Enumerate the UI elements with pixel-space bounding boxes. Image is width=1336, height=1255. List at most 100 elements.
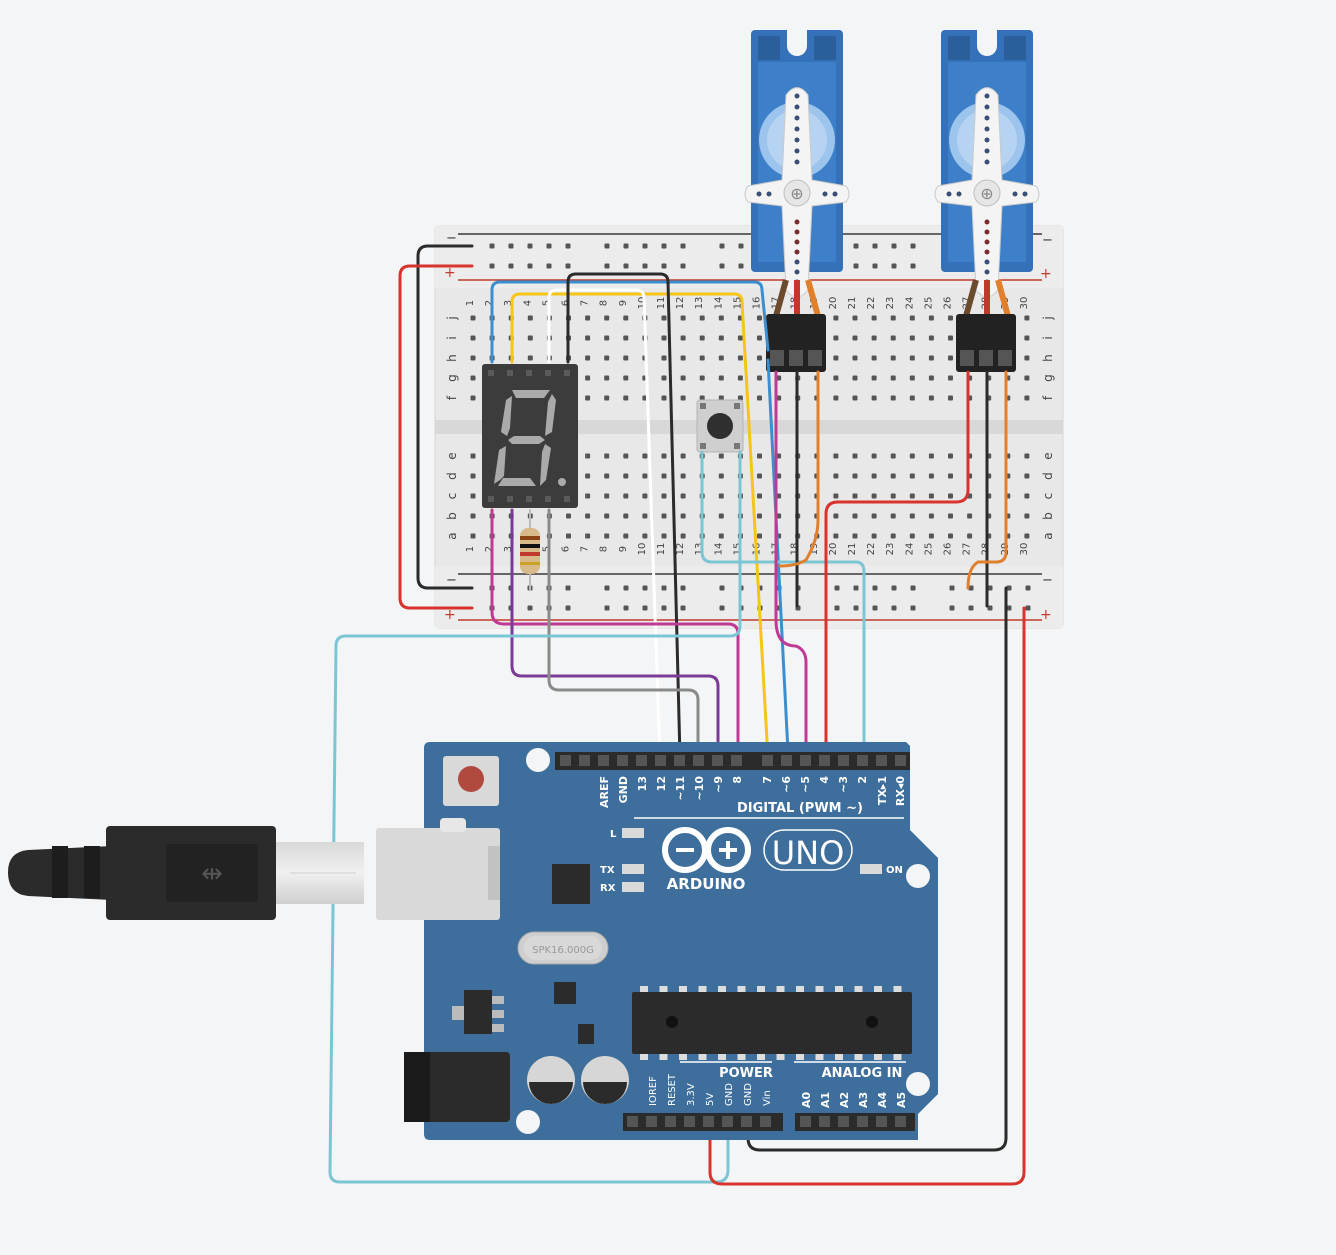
power-header-label: POWER [719, 1066, 773, 1081]
on-led-label: ON [886, 865, 903, 876]
column-number-label: 12 [675, 543, 686, 556]
column-number-label: 24 [904, 297, 915, 310]
arduino-logo-icon [662, 827, 751, 873]
column-number-label: 5 [541, 300, 552, 306]
column-number-label: 2 [484, 300, 495, 306]
crystal-label: SPK16.000G [532, 945, 594, 956]
rail-plus-label: + [1040, 266, 1052, 282]
column-number-label: 5 [541, 546, 552, 552]
column-number-label: 16 [752, 297, 763, 310]
row-letter-label: i [1041, 336, 1055, 339]
power-header-pins [627, 1116, 906, 1127]
row-letter-label: f [445, 395, 459, 400]
column-number-label: 9 [618, 546, 629, 552]
digital-pin-label: TX▸1 [876, 776, 889, 805]
seven-segment-display[interactable] [482, 364, 578, 508]
led-rx-label: RX [600, 883, 616, 894]
column-number-label: 3 [503, 546, 514, 552]
column-number-label: 10 [637, 297, 648, 310]
row-letter-label: b [1041, 512, 1055, 520]
power-pin-label: Vin [762, 1090, 773, 1106]
row-letter-label: h [1041, 354, 1055, 362]
column-number-label: 6 [561, 300, 572, 306]
rail-minus-label: − [446, 573, 457, 588]
rail-plus-label: + [444, 265, 456, 281]
resistor[interactable] [520, 528, 540, 574]
analog-pin-label: A4 [876, 1091, 889, 1108]
rail-minus-label: − [446, 231, 457, 246]
digital-pin-label: RX◂0 [894, 776, 907, 806]
column-number-label: 13 [694, 543, 705, 556]
row-letter-label: g [445, 374, 459, 382]
row-letter-label: d [445, 472, 459, 480]
column-number-label: 1 [465, 546, 476, 552]
column-number-label: 7 [580, 546, 591, 552]
ic-pins [640, 986, 902, 1060]
analog-pin-label: A5 [895, 1092, 908, 1108]
column-number-label: 14 [713, 543, 724, 556]
brand-label: ARDUINO [667, 875, 746, 893]
analog-header-label: ANALOG IN [822, 1066, 903, 1081]
power-pin-label: GND [743, 1083, 754, 1106]
digital-pin-label: ~10 [693, 776, 706, 801]
column-number-label: 18 [790, 543, 801, 556]
row-letter-label: g [1041, 374, 1055, 382]
column-number-label: 20 [828, 543, 839, 556]
column-number-label: 20 [828, 297, 839, 310]
column-number-label: 14 [713, 297, 724, 310]
row-letter-label: h [445, 354, 459, 362]
column-number-label: 9 [618, 300, 629, 306]
column-number-label: 8 [599, 546, 610, 552]
rail-minus-label: − [1042, 233, 1053, 248]
column-number-label: 17 [771, 297, 782, 310]
analog-pin-label: A2 [838, 1092, 851, 1108]
row-letter-label: a [445, 532, 459, 539]
digital-pin-label: 13 [636, 776, 649, 791]
power-pin-label: GND [724, 1083, 735, 1106]
analog-pin-label: A3 [857, 1092, 870, 1108]
led-l-label: L [610, 829, 617, 840]
digital-pin-label: ~6 [780, 776, 793, 793]
digital-header-label: DIGITAL (PWM ~) [737, 801, 863, 816]
row-letter-label: c [445, 493, 459, 500]
column-number-label: 25 [923, 543, 934, 556]
column-number-label: 7 [580, 300, 591, 306]
row-letter-label: a [1041, 532, 1055, 539]
push-button[interactable] [696, 399, 744, 453]
column-number-label: 22 [866, 543, 877, 556]
row-letter-label: j [445, 316, 459, 320]
row-letter-label: e [1041, 452, 1055, 459]
column-number-label: 22 [866, 297, 877, 310]
row-letter-label: d [1041, 472, 1055, 480]
analog-pin-label: A0 [800, 1091, 813, 1108]
column-number-label: 1 [465, 300, 476, 306]
row-letter-label: j [1041, 316, 1055, 320]
power-pin-label: 5V [705, 1093, 716, 1106]
analog-pin-label: A1 [819, 1092, 832, 1108]
digital-pin-label: 12 [655, 776, 668, 791]
wires[interactable] [328, 244, 1026, 1186]
column-number-label: 19 [809, 543, 820, 556]
column-number-label: 25 [923, 297, 934, 310]
column-number-label: 30 [1019, 297, 1030, 310]
column-number-label: 24 [904, 543, 915, 556]
usb-cable[interactable]: ⇹ [8, 826, 364, 920]
column-number-label: 6 [561, 546, 572, 552]
digital-pin-label: 4 [818, 776, 831, 784]
column-number-label: 26 [943, 543, 954, 556]
row-letter-label: e [445, 452, 459, 459]
arduino-uno-board[interactable]: SPK16.000G L TX RX ON ARDUINO UNO [376, 742, 938, 1140]
column-number-label: 11 [656, 297, 667, 310]
column-number-label: 23 [885, 297, 896, 310]
rail-minus-label: − [1042, 573, 1053, 588]
column-number-label: 30 [1019, 543, 1030, 556]
column-number-label: 11 [656, 543, 667, 556]
breadboard-holes [470, 243, 1031, 611]
column-number-label: 13 [694, 297, 705, 310]
row-letter-label: i [445, 336, 459, 339]
row-letter-label: c [1041, 493, 1055, 500]
column-number-label: 2 [484, 546, 495, 552]
column-number-label: 21 [847, 543, 858, 556]
